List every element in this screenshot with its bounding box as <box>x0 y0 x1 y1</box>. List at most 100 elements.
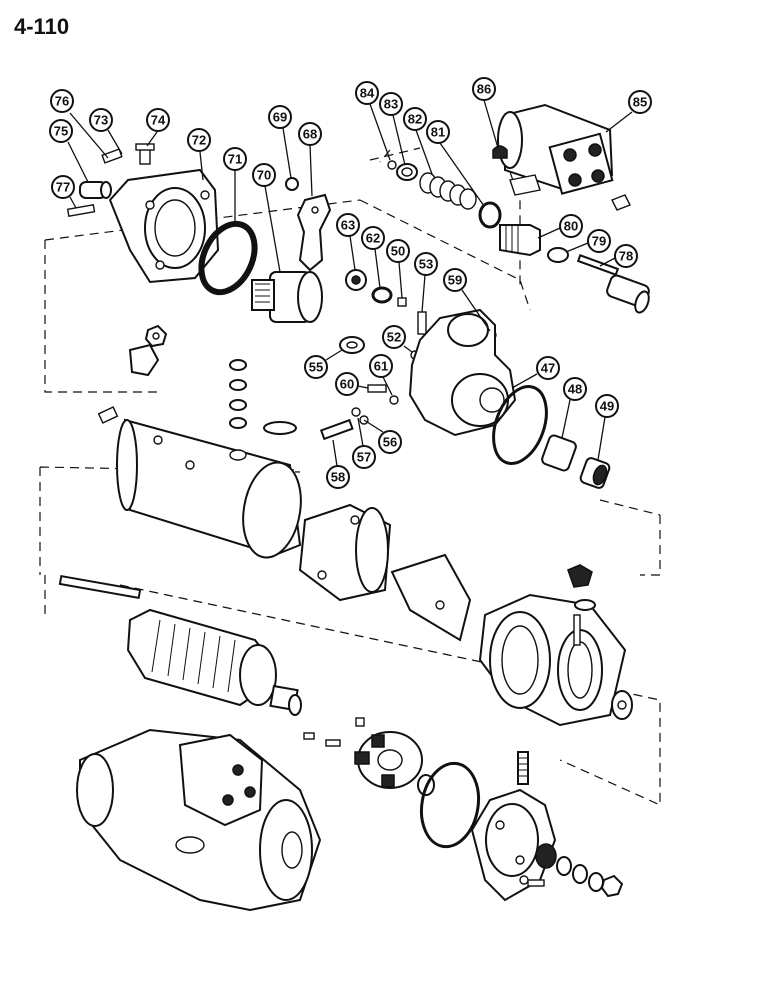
callout-84: 84 <box>355 81 391 161</box>
ring-81 <box>478 201 502 229</box>
callout-70: 70 <box>252 163 281 273</box>
svg-text:63: 63 <box>341 218 355 233</box>
solenoid-group-outline <box>369 147 521 290</box>
svg-text:68: 68 <box>303 127 317 142</box>
insulator <box>390 553 472 642</box>
solenoid-85 <box>497 103 614 196</box>
bearing-63 <box>345 269 367 291</box>
gasket-47-ring <box>492 385 548 465</box>
gasket-71 <box>198 220 258 296</box>
callout-76: 76 <box>50 89 109 159</box>
bushing-75 <box>79 181 112 199</box>
svg-text:80: 80 <box>564 219 578 234</box>
svg-text:57: 57 <box>357 450 371 465</box>
svg-text:53: 53 <box>419 257 433 272</box>
callout-79: 79 <box>565 229 611 253</box>
stud-lower <box>517 751 529 785</box>
callout-52: 52 <box>382 325 413 353</box>
field-frame <box>116 418 302 559</box>
callout-56: 56 <box>363 419 402 454</box>
shift-lever-68 <box>296 193 332 272</box>
screw-77 <box>66 203 96 218</box>
svg-text:86: 86 <box>477 82 491 97</box>
callout-50: 50 <box>386 239 410 299</box>
bushing-48 <box>541 434 577 472</box>
small-screws-lower <box>303 717 365 747</box>
svg-text:73: 73 <box>94 113 108 128</box>
bolt-left <box>97 406 119 424</box>
callout-53: 53 <box>414 252 438 313</box>
washer-79 <box>547 247 569 263</box>
svg-text:48: 48 <box>568 382 582 397</box>
commutator-end-frame <box>470 788 557 902</box>
svg-text:58: 58 <box>331 470 345 485</box>
field-coils <box>478 593 627 727</box>
pole-shoe <box>298 503 392 602</box>
terminal-stud <box>567 564 596 646</box>
callout-48: 48 <box>561 377 587 439</box>
gasket-lower <box>419 761 481 849</box>
washer-stack <box>229 359 247 429</box>
svg-text:60: 60 <box>340 377 354 392</box>
svg-text:84: 84 <box>360 86 375 101</box>
svg-text:75: 75 <box>54 124 68 139</box>
callout-74: 74 <box>146 108 170 147</box>
callout-81: 81 <box>426 120 485 207</box>
svg-text:82: 82 <box>408 112 422 127</box>
callout-57: 57 <box>352 417 376 469</box>
callout-49: 49 <box>595 394 619 461</box>
callout-label: 76 <box>55 94 69 109</box>
callout-47: 47 <box>511 356 560 389</box>
drive-housing-72 <box>108 168 220 284</box>
svg-text:85: 85 <box>633 95 647 110</box>
callout-55: 55 <box>304 349 343 379</box>
callout-85: 85 <box>605 90 652 133</box>
svg-text:49: 49 <box>600 399 614 414</box>
end-housing-47 <box>408 308 517 437</box>
washer-61 <box>389 395 399 405</box>
callout-60: 60 <box>335 372 369 396</box>
svg-text:61: 61 <box>374 359 388 374</box>
plug-86 <box>492 145 508 159</box>
callout-69: 69 <box>268 105 292 179</box>
lower-group-outline <box>39 466 661 806</box>
assembled-starter <box>76 728 322 912</box>
screw-74 <box>135 143 155 165</box>
hardware-stack-lower <box>519 843 624 898</box>
ring-62 <box>371 286 393 304</box>
svg-text:47: 47 <box>541 361 555 376</box>
svg-text:69: 69 <box>273 110 287 125</box>
callout-58: 58 <box>326 439 350 489</box>
callout-59: 59 <box>443 268 491 332</box>
svg-text:70: 70 <box>257 168 271 183</box>
screw-60 <box>367 384 387 393</box>
drive-assembly-70 <box>251 271 323 323</box>
page-number: 4-110 <box>14 14 70 39</box>
svg-text:83: 83 <box>384 97 398 112</box>
callout-71: 71 <box>223 147 247 225</box>
armature <box>58 574 302 716</box>
ring-84 <box>387 160 397 170</box>
screw-73 <box>101 148 123 164</box>
plunger-80 <box>499 224 541 257</box>
svg-text:81: 81 <box>431 125 445 140</box>
nut-69 <box>285 177 299 191</box>
callout-82: 82 <box>403 107 433 175</box>
washer-55 <box>339 336 365 354</box>
spring-82 <box>419 172 477 210</box>
brush-plate <box>354 731 423 789</box>
svg-text:55: 55 <box>309 360 323 375</box>
callout-78: 78 <box>599 244 638 268</box>
pin-78 <box>576 254 650 314</box>
callout-80: 80 <box>537 214 583 239</box>
pin-50 <box>397 297 407 307</box>
svg-text:72: 72 <box>192 133 206 148</box>
callout-61: 61 <box>369 354 393 396</box>
washer-right <box>611 690 633 720</box>
nut-upper-left <box>144 324 168 348</box>
svg-text:78: 78 <box>619 249 633 264</box>
svg-text:79: 79 <box>592 234 606 249</box>
svg-text:52: 52 <box>387 330 401 345</box>
svg-text:50: 50 <box>391 244 405 259</box>
